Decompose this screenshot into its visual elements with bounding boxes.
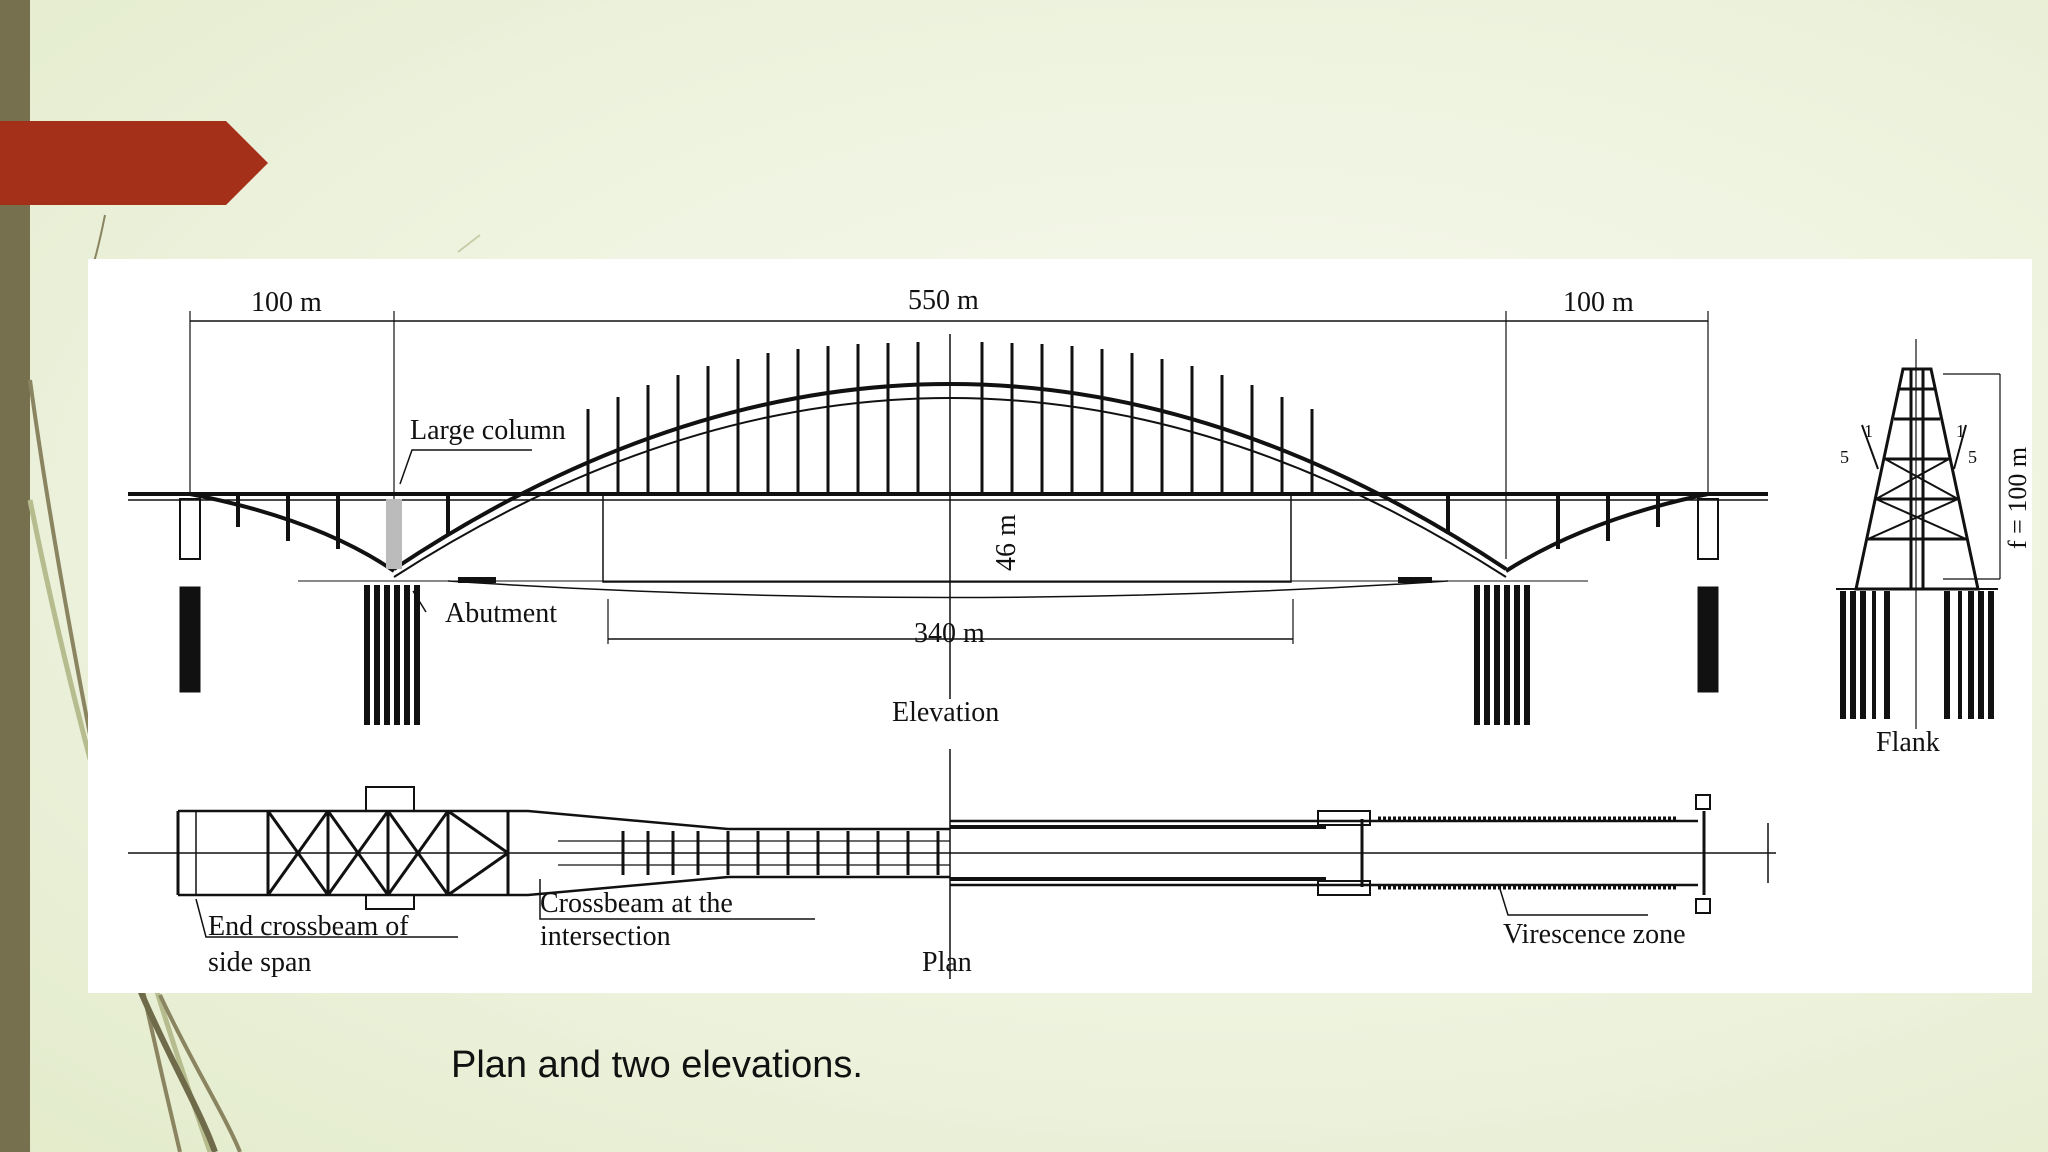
plan-label: Plan	[922, 947, 972, 978]
clearance-dimension: 46 m	[991, 514, 1022, 571]
section-num-right: 5	[1968, 447, 1977, 467]
rise-dimension: f = 100 m	[2003, 447, 2032, 549]
flank-label: Flank	[1876, 727, 1940, 758]
section-mark-right: 1	[1956, 421, 1965, 441]
abutment-label: Abutment	[445, 598, 557, 629]
section-mark-left: 1	[1864, 421, 1873, 441]
section-num-left: 5	[1840, 447, 1849, 467]
virescence-zone-label: Virescence zone	[1503, 919, 1686, 950]
main-span-dimension: 550 m	[908, 285, 979, 316]
left-span-dimension: 100 m	[251, 287, 322, 318]
crossbeam-intersection-label-line1: Crossbeam at the	[540, 888, 733, 919]
elevation-view	[128, 311, 2001, 979]
bridge-drawing: 100 m 550 m 100 m Large column 46 m Abut…	[128, 285, 2032, 979]
plan-view	[128, 786, 1776, 938]
bridge-figure: 100 m 550 m 100 m Large column 46 m Abut…	[88, 259, 2032, 993]
large-column-label: Large column	[410, 415, 566, 446]
title-ribbon	[0, 121, 268, 205]
right-span-dimension: 100 m	[1563, 287, 1634, 318]
elevation-label: Elevation	[892, 697, 999, 728]
end-crossbeam-label-line2: side span	[208, 947, 311, 978]
flank-view	[1836, 339, 2001, 729]
crossbeam-intersection-label-line2: intersection	[540, 921, 671, 952]
end-crossbeam-label-line1: End crossbeam of	[208, 911, 409, 942]
navigation-width-dimension: 340 m	[914, 618, 985, 649]
slide-caption: Plan and two elevations.	[451, 1044, 863, 1086]
